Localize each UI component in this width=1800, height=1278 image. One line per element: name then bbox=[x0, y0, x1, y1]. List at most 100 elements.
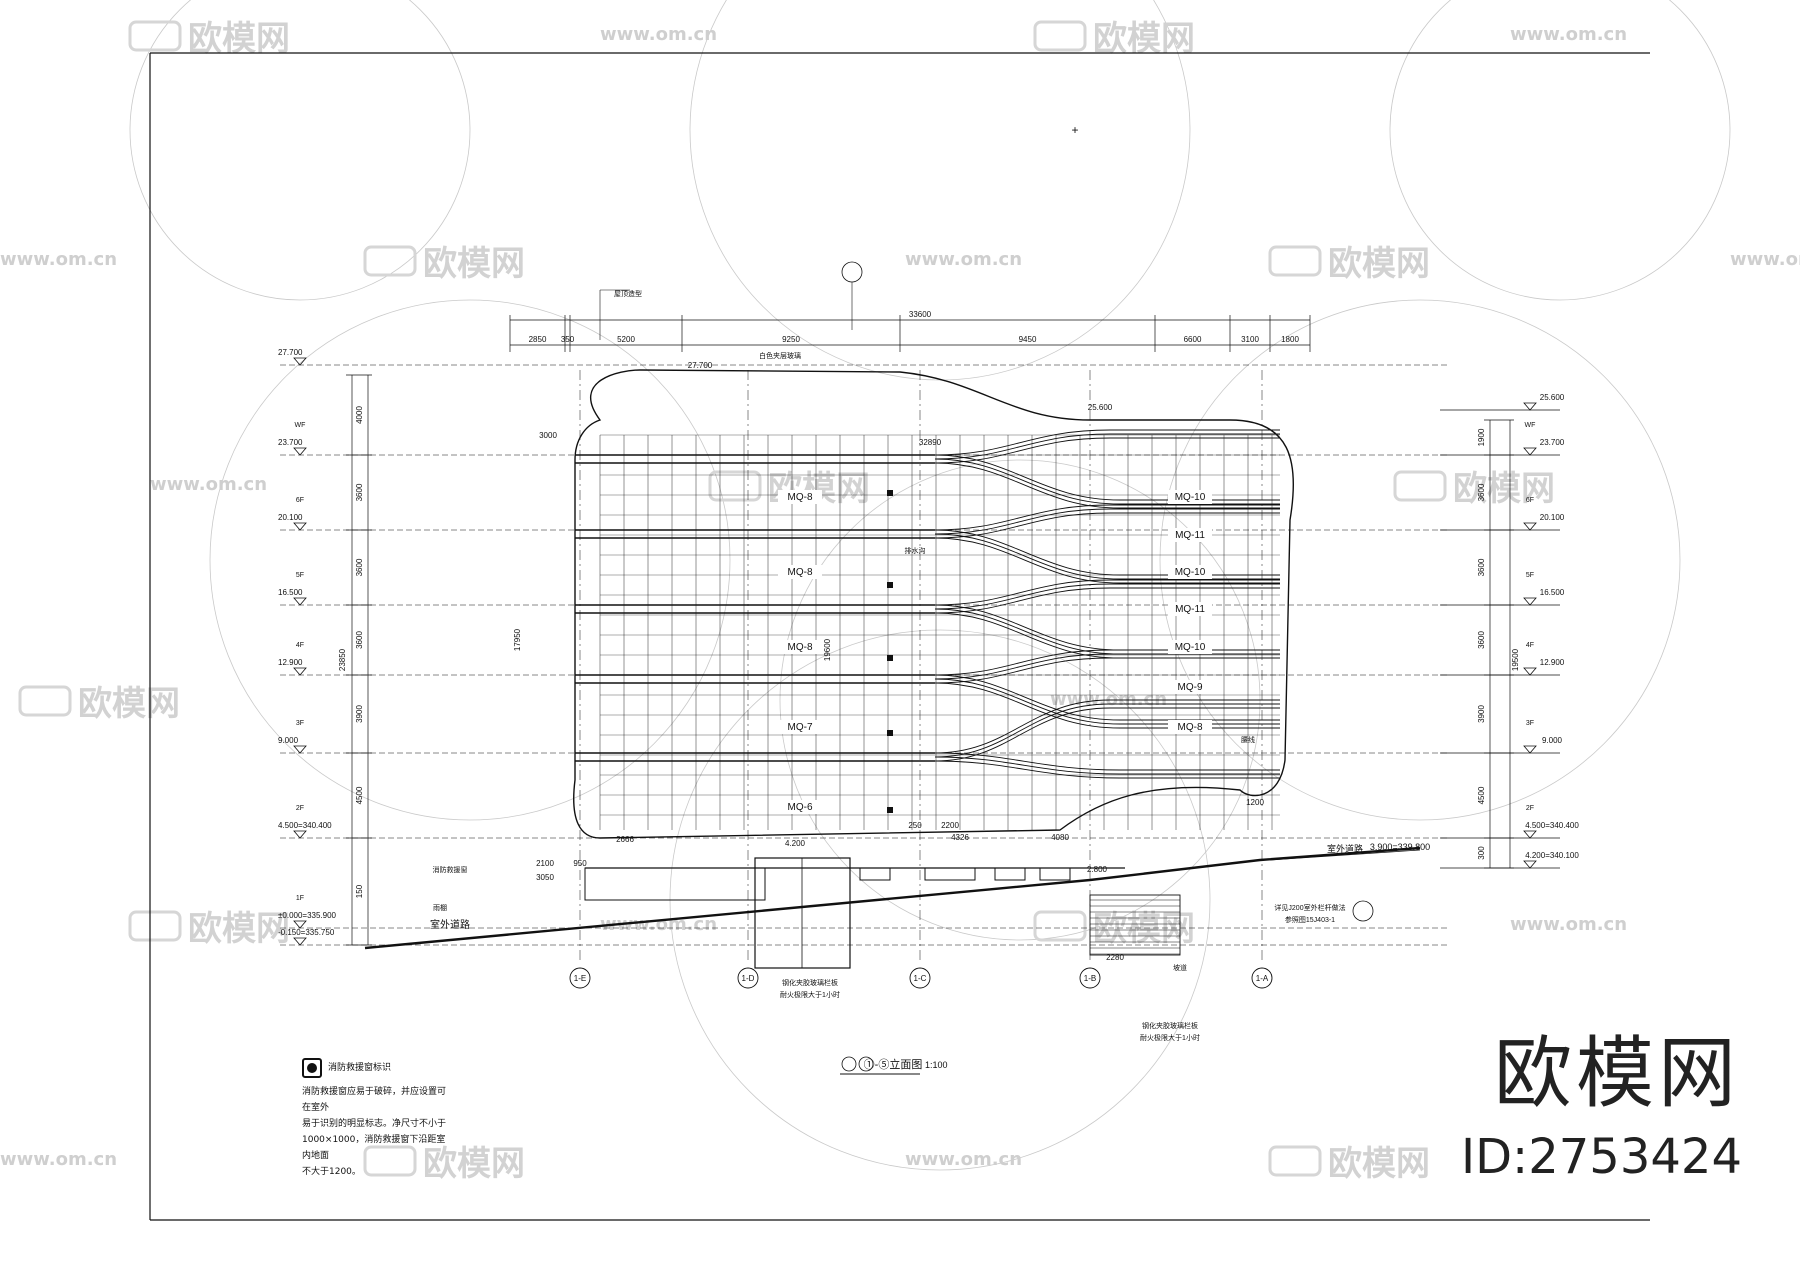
axis-label: 1-C bbox=[914, 974, 927, 983]
dim-right: 4500 bbox=[1477, 786, 1486, 804]
facade-ribbon bbox=[934, 583, 1280, 610]
level-marker-icon bbox=[1523, 830, 1537, 839]
watermark-logo-icon bbox=[1033, 910, 1087, 942]
window-tag: MQ-10 bbox=[1175, 492, 1206, 503]
watermark-logo-icon bbox=[128, 910, 182, 942]
dim-19600: 19600 bbox=[823, 638, 832, 661]
window-tag: MQ-8 bbox=[788, 492, 813, 503]
watermark-url: www.om.cn bbox=[1510, 914, 1627, 935]
dim-32890: 32890 bbox=[919, 438, 942, 447]
fire-window-icon bbox=[887, 807, 893, 813]
note-canopy: 雨棚 bbox=[433, 903, 447, 912]
ground-window bbox=[859, 867, 891, 881]
watermark-logo-icon bbox=[1033, 20, 1087, 52]
facade-ribbon bbox=[934, 587, 1280, 614]
floor-label-right: 2F bbox=[1526, 805, 1534, 812]
note-line: 易于识别的明显标志。净尺寸不小于 bbox=[302, 1119, 447, 1129]
facade-ribbon bbox=[934, 512, 1280, 539]
watermark-logo-icon bbox=[1268, 245, 1322, 277]
elevation-2800: 2.800 bbox=[1087, 865, 1108, 874]
watermark-logo-icon bbox=[128, 20, 182, 52]
watermark-logo-icon bbox=[708, 470, 762, 502]
level-elevation: -0.150=335.750 bbox=[278, 928, 335, 937]
level-elevation: 12.900 bbox=[278, 658, 303, 667]
watermark-logo-icon bbox=[363, 245, 417, 277]
watermark-circle bbox=[209, 299, 731, 821]
road-label-left: 室外道路 bbox=[430, 918, 470, 931]
window-label-bg bbox=[1168, 528, 1212, 542]
road-line bbox=[1269, 849, 1421, 861]
level-marker-icon bbox=[1523, 745, 1537, 754]
floor-label-right: 4F bbox=[1526, 642, 1534, 649]
note-line: 不大于1200。 bbox=[302, 1167, 361, 1177]
level-marker-icon bbox=[1523, 597, 1537, 606]
window-label-bg bbox=[778, 720, 822, 734]
dim-left: 3600 bbox=[355, 558, 364, 576]
road-elevation: 3.900=339.800 bbox=[1370, 842, 1430, 852]
window-label-bg bbox=[1168, 680, 1212, 694]
dim-top: 6600 bbox=[1184, 335, 1202, 344]
window-label-bg bbox=[778, 565, 822, 579]
watermark-url: www.om.cn bbox=[905, 249, 1022, 270]
dim-bottom: 250 bbox=[908, 821, 922, 830]
drawing-title: ①-⑤立面图 bbox=[864, 1057, 923, 1071]
facade-ribbon bbox=[934, 454, 1280, 501]
level-marker-icon bbox=[293, 920, 307, 929]
dim-bottom: 4080 bbox=[1051, 833, 1069, 842]
watermark-url: www.om.cn bbox=[0, 1149, 117, 1170]
window-tag: MQ-8 bbox=[1178, 722, 1203, 733]
watermark-logo: 欧模网 bbox=[1328, 1144, 1430, 1184]
facade-ribbon bbox=[934, 458, 1280, 505]
facade-ribbon bbox=[934, 674, 1280, 721]
dim-right: 3600 bbox=[1477, 483, 1486, 501]
axis-bubble bbox=[1251, 967, 1273, 989]
building-outline bbox=[573, 369, 1295, 839]
watermark-url: www.om.cn bbox=[150, 474, 267, 495]
dim-top: 3100 bbox=[1241, 335, 1259, 344]
dim-left: 150 bbox=[355, 884, 364, 898]
window-tag: MQ-10 bbox=[1175, 567, 1206, 578]
level-elevation-right: 4.200=340.100 bbox=[1525, 851, 1579, 860]
storefront-window bbox=[584, 867, 766, 901]
watermark-logo-icon bbox=[1393, 470, 1447, 502]
floor-label-right: 6F bbox=[1526, 497, 1534, 504]
dim-right: 3600 bbox=[1477, 558, 1486, 576]
dim-top: 350 bbox=[561, 335, 575, 344]
ground-line bbox=[364, 846, 1421, 950]
facade-ribbon bbox=[934, 703, 1280, 758]
watermark-id: ID:2753424 bbox=[1460, 1129, 1742, 1185]
window-tag: MQ-11 bbox=[1175, 530, 1205, 541]
fire-window-marker-icon bbox=[302, 1058, 322, 1078]
facade-ribbon bbox=[934, 529, 1280, 576]
watermark-logo: 欧模网 bbox=[188, 909, 290, 949]
note-glass-2: 耐火极限大于1小时 bbox=[780, 990, 840, 999]
axis-bubble bbox=[569, 967, 591, 989]
dim-left: 3600 bbox=[355, 631, 364, 649]
floor-label: 2F bbox=[296, 805, 304, 812]
level-marker-icon bbox=[1523, 402, 1537, 411]
dim-top: 5200 bbox=[617, 335, 635, 344]
window-tag: MQ-8 bbox=[788, 567, 813, 578]
dim-right: 1900 bbox=[1477, 428, 1486, 446]
note-ramp: 坡道 bbox=[1173, 963, 1187, 972]
level-elevation: 9.000 bbox=[278, 736, 299, 745]
level-marker-icon bbox=[1523, 860, 1537, 869]
window-label-bg bbox=[1168, 640, 1212, 654]
road-label-right: 室外道路 bbox=[1327, 843, 1363, 854]
level-elevation: 16.500 bbox=[278, 588, 303, 597]
axis-label: 1-A bbox=[1256, 974, 1269, 983]
dim-top: 9450 bbox=[1019, 335, 1037, 344]
axis-bubble bbox=[737, 967, 759, 989]
watermark-url: www.om.cn bbox=[600, 914, 717, 935]
window-label-bg bbox=[1168, 565, 1212, 579]
floor-label-right: 3F bbox=[1526, 720, 1534, 727]
watermark-circle bbox=[1159, 299, 1681, 821]
facade-ribbon bbox=[934, 604, 1280, 651]
level-elevation: 4.500=340.400 bbox=[278, 821, 332, 830]
level-marker-icon bbox=[1523, 447, 1537, 456]
facade-ribbon bbox=[934, 537, 1280, 584]
dim-3000: 3000 bbox=[539, 431, 557, 440]
drawing-scale: 1:100 bbox=[925, 1060, 948, 1070]
